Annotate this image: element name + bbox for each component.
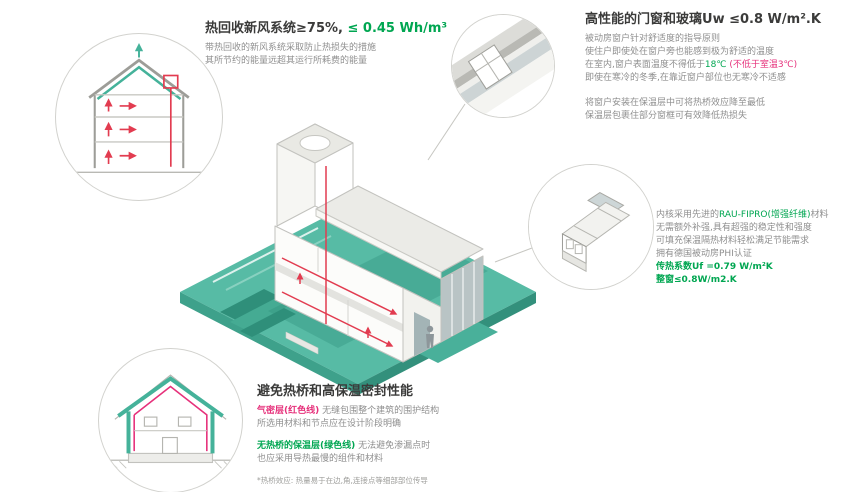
frame-line3: 可填充保温隔热材料轻松满足节能需求	[656, 236, 810, 246]
passive-house-isometric-icon	[180, 123, 536, 395]
kitchen-counter	[285, 331, 319, 355]
windows-line4: 即使在寒冷的冬季,在靠近窗户部位也无寒冷不适感	[585, 73, 786, 83]
thermal-paragraph-airtight: 气密层(红色线) 无缝包围整个建筑的围护结构 所选用材料和节点应在设计阶段明确	[257, 405, 597, 431]
thermal-line2: 所选用材料和节点应在设计阶段明确	[257, 419, 402, 429]
thermal-insulation-lead: 无热桥的保温层(绿色线)	[257, 441, 356, 451]
windows-paragraph-install: 将窗户安装在保温层中可将热桥效应降至最低 保温层包裹住部分窗框可有效降低热损失	[585, 97, 861, 123]
ventilation-body-line1: 带热回收的新风系统采取防止热损失的措施	[205, 43, 377, 53]
frame-line1-end: 材料	[810, 210, 829, 220]
insulation-detail-circle	[98, 348, 243, 492]
ventilation-body: 带热回收的新风系统采取防止热损失的措施 其所节约的能量远超其运行所耗费的能量	[205, 42, 473, 68]
airtight-line	[133, 385, 208, 452]
window-frame-profile-icon	[529, 165, 653, 289]
thermal-line4: 也应采用导热最慢的组件和材料	[257, 454, 384, 464]
ventilation-detail-circle	[55, 33, 223, 201]
bathtub	[299, 135, 331, 151]
heat-recovery-unit	[163, 74, 179, 89]
thermal-title: 避免热桥和高保温密封性能	[257, 384, 414, 399]
frame-line1-text: 内核采用先进的	[656, 210, 720, 220]
ventilation-section: 热回收新风系统≥75%, ≤ 0.45 Wh/m³ 带热回收的新风系统采取防止热…	[205, 20, 473, 68]
windows-line5: 将窗户安装在保温层中可将热桥效应降至最低	[585, 98, 766, 108]
thermal-footnote: *热桥效应: 热量易于在边,角,连接点等细部部位传导	[257, 476, 428, 485]
frame-line4: 拥有德国被动房PHI认证	[656, 249, 752, 259]
ventilation-body-line2: 其所节约的能量远超其运行所耗费的能量	[205, 56, 368, 66]
frame-line1: 内核采用先进的RAU-FIPRO(增强纤维)材料	[656, 209, 864, 222]
ventilation-title: 热回收新风系统≥75%, ≤ 0.45 Wh/m³	[205, 20, 473, 37]
airflow-arrows	[104, 98, 137, 165]
ventilation-title-value: ≤ 0.45 Wh/m³	[347, 21, 448, 36]
windows-title-text: 高性能的门窗和玻璃	[585, 12, 703, 27]
heat-recovery-ducts	[281, 166, 398, 347]
windows-line3-text: 在室内,窗户表面温度不得低于	[585, 60, 705, 70]
frame-section: 内核采用先进的RAU-FIPRO(增强纤维)材料 无需额外补强,具有超强的稳定性…	[656, 209, 864, 287]
windows-body: 被动房窗户针对舒适度的指导原则 使住户即使处在窗户旁也能感到极为舒适的温度 在室…	[585, 33, 861, 123]
frame-profile-circle	[528, 164, 654, 290]
terrace-patch	[408, 317, 498, 363]
thermal-section: 避免热桥和高保温密封性能 气密层(红色线) 无缝包围整个建筑的围护结构 所选用材…	[257, 383, 597, 487]
thermal-body: 气密层(红色线) 无缝包围整个建筑的围护结构 所选用材料和节点应在设计阶段明确 …	[257, 405, 597, 487]
windows-title: 高性能的门窗和玻璃Uw ≤0.8 W/m².K	[585, 11, 861, 28]
ventilation-house-section-icon	[72, 42, 206, 174]
frame-brand: RAU-FIPRO(增强纤维)	[719, 210, 811, 220]
windows-paragraph-comfort: 被动房窗户针对舒适度的指导原则 使住户即使处在窗户旁也能感到极为舒适的温度 在室…	[585, 33, 861, 85]
thermal-airtight-lead: 气密层(红色线)	[257, 406, 320, 416]
window-detail-circle	[451, 14, 555, 118]
person-figure	[426, 325, 434, 348]
frame-body: 内核采用先进的RAU-FIPRO(增强纤维)材料 无需额外补强,具有超强的稳定性…	[656, 209, 864, 287]
thermal-line1: 气密层(红色线) 无缝包围整个建筑的围护结构	[257, 405, 597, 418]
ventilation-title-text: 热回收新风系统≥75%,	[205, 21, 343, 36]
glass-door	[414, 312, 430, 356]
thermal-line3: 无热桥的保温层(绿色线) 无法避免渗漏点时	[257, 440, 597, 453]
thermal-insulation-rest: 无法避免渗漏点时	[358, 441, 431, 451]
windows-title-value: Uw ≤0.8 W/m².K	[702, 12, 821, 27]
frame-line2: 无需额外补强,具有超强的稳定性和强度	[656, 223, 812, 233]
windows-line6: 保温层包裹住部分窗框可有效降低热损失	[585, 111, 748, 121]
windows-section: 高性能的门窗和玻璃Uw ≤0.8 W/m².K 被动房窗户针对舒适度的指导原则 …	[585, 11, 861, 123]
windows-line3-note: (不低于室温3℃)	[729, 60, 798, 70]
thermal-paragraph-insulation: 无热桥的保温层(绿色线) 无法避免渗漏点时 也应采用导热最慢的组件和材料	[257, 440, 597, 466]
windows-line1: 被动房窗户针对舒适度的指导原则	[585, 34, 721, 44]
frame-uw-value: 整窗≤0.8W/m2.K	[656, 275, 737, 285]
windows-line3: 在室内,窗户表面温度不得低于18℃ (不低于室温3℃)	[585, 59, 861, 72]
windows-line3-temp: 18℃	[704, 60, 727, 70]
garden-steps	[220, 289, 296, 337]
thermal-airtight-rest: 无缝包围整个建筑的围护结构	[322, 406, 440, 416]
house-model	[268, 123, 488, 363]
insulation-line	[117, 376, 224, 454]
frame-uf-value: 传热系数Uf =0.79 W/m²K	[656, 262, 773, 272]
window-corner-detail-icon	[452, 15, 554, 117]
windows-line2: 使住户即使处在窗户旁也能感到极为舒适的温度	[585, 47, 775, 57]
insulated-house-section-icon	[108, 374, 233, 469]
